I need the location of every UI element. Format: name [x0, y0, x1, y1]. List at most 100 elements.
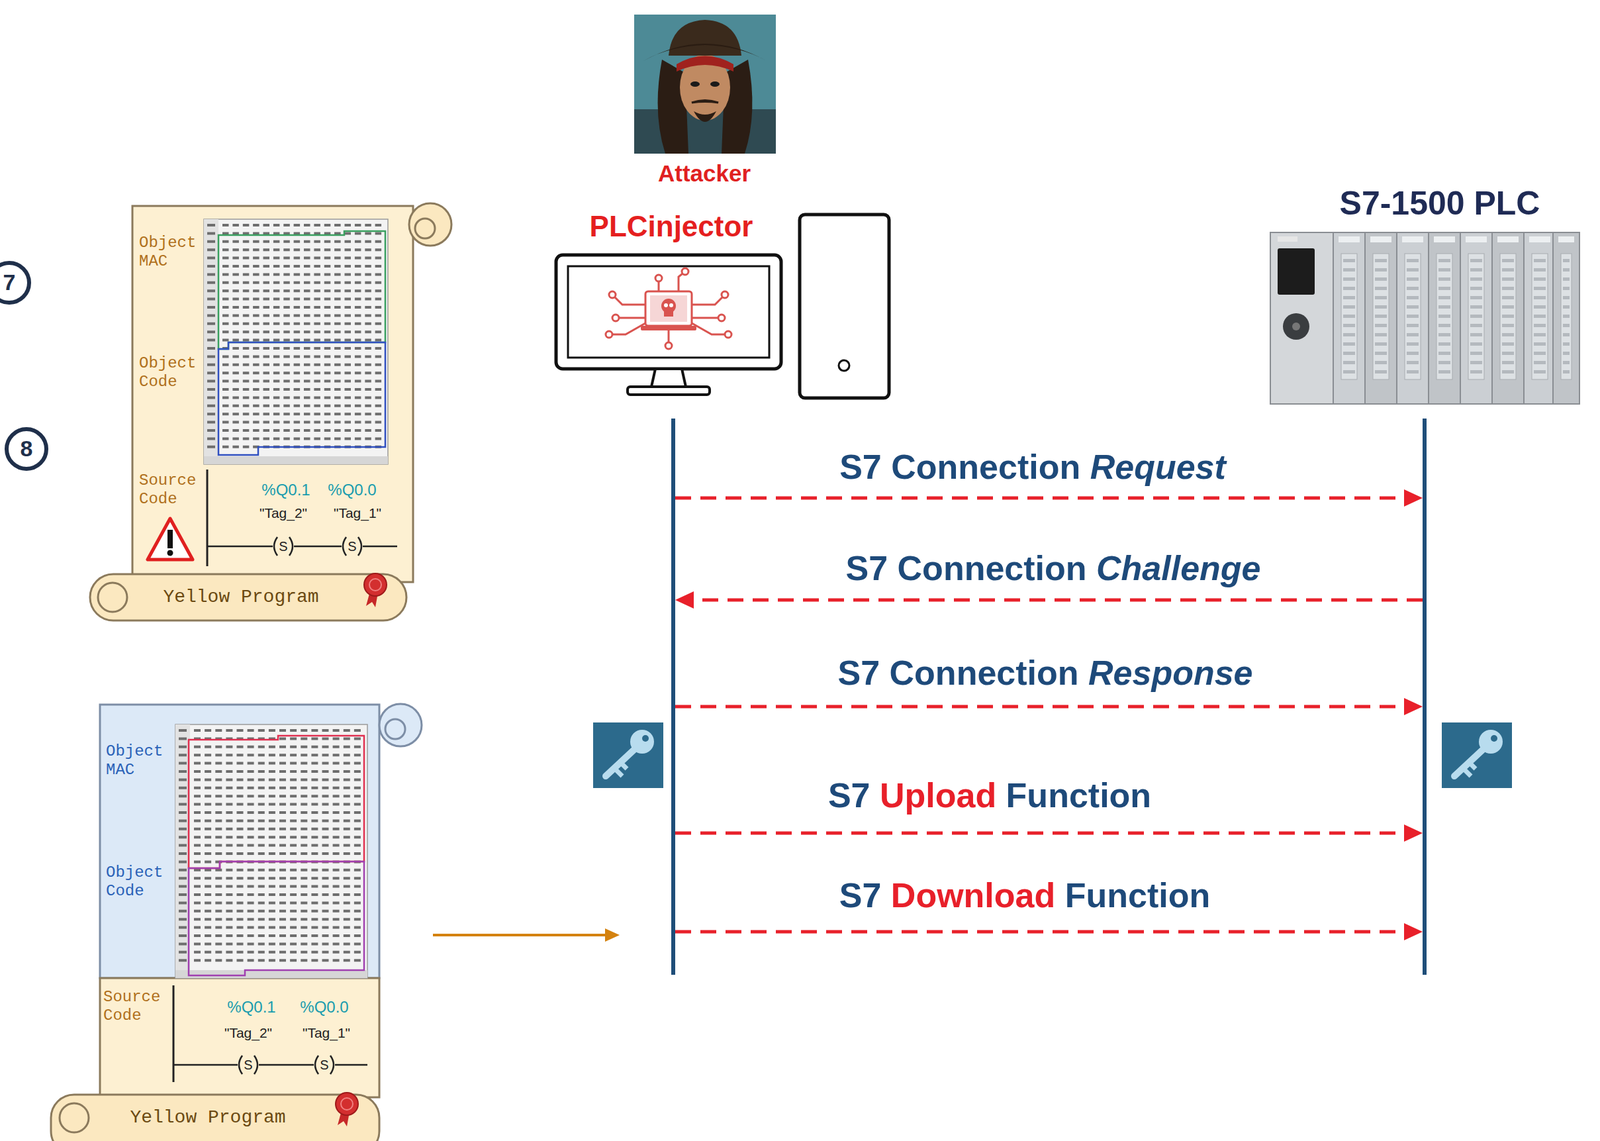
io-module [1523, 232, 1556, 404]
io-led [1438, 258, 1451, 263]
io-led [1562, 323, 1570, 328]
io-led [1502, 286, 1514, 290]
io-led [1562, 258, 1570, 263]
io-led [1406, 351, 1419, 355]
coil-symbol [274, 536, 293, 556]
wax-seal [364, 573, 387, 596]
io-led [1438, 360, 1451, 365]
circuit-node [681, 268, 689, 275]
circuit-node [655, 274, 662, 282]
arrowhead [1404, 922, 1423, 941]
io-led [1406, 323, 1419, 328]
scroll-roll [90, 573, 407, 621]
io-module [1333, 232, 1365, 404]
skull-jaw [663, 309, 674, 317]
io-led [1502, 277, 1514, 281]
io-led [1406, 258, 1419, 263]
io-led [1562, 286, 1570, 290]
laptop [645, 291, 692, 326]
io-led [1374, 314, 1387, 318]
cpu-display [1277, 248, 1315, 295]
arrowhead [1404, 824, 1423, 842]
io-led-strip [1341, 253, 1358, 380]
code-region-outline [218, 342, 386, 455]
io-led [1502, 258, 1514, 263]
io-module [1428, 232, 1461, 404]
portrait-hat-brim [643, 43, 767, 61]
io-led [1374, 305, 1387, 309]
io-led [1343, 342, 1356, 346]
key-teeth [614, 761, 627, 776]
io-led [1406, 295, 1419, 300]
io-module-tab [1497, 236, 1519, 243]
io-led [1438, 332, 1451, 337]
warning-dot [167, 550, 174, 557]
lifeline [671, 418, 676, 975]
portrait-eye [710, 81, 720, 87]
io-led [1562, 342, 1570, 346]
ladder-rung [207, 545, 398, 548]
coil-label: S [347, 538, 357, 555]
io-led [1438, 305, 1451, 309]
io-led [1502, 305, 1514, 309]
io-led [1343, 323, 1356, 328]
io-led [1470, 342, 1483, 346]
io-led [1343, 314, 1356, 318]
code-region-outline [188, 861, 365, 976]
io-led [1438, 286, 1451, 290]
scroll-body [99, 977, 380, 1097]
io-led [1406, 314, 1419, 318]
io-led [1406, 268, 1419, 272]
io-module-tab [1558, 236, 1575, 243]
io-led [1406, 360, 1419, 365]
io-led [1562, 305, 1570, 309]
plc-device: S7-1500 PLC [1257, 175, 1593, 419]
portrait-moustache [691, 100, 719, 104]
circuit-node [609, 291, 616, 298]
arrowhead [675, 591, 694, 609]
io-led [1502, 295, 1514, 300]
io-led [1374, 277, 1387, 281]
io-led-strip [1531, 253, 1548, 380]
io-led-strip [1468, 253, 1485, 380]
hex-dump-bytes [178, 728, 361, 962]
emphasis: Response [1088, 653, 1254, 692]
io-led [1438, 342, 1451, 346]
io-led-strip [1372, 253, 1389, 380]
circuit-node [718, 314, 725, 322]
io-led [1470, 305, 1483, 309]
key-head [1478, 729, 1503, 754]
wax-seal-inner [369, 578, 382, 591]
key-head [630, 729, 655, 754]
io-module [1396, 232, 1429, 404]
monitor-base [627, 386, 710, 395]
address-label: %Q0.0 [299, 997, 349, 1017]
io-led [1438, 295, 1451, 300]
io-led [1533, 277, 1546, 281]
io-led [1562, 295, 1570, 300]
io-module [1552, 232, 1580, 404]
message-arrow [673, 418, 1425, 715]
io-led [1502, 360, 1514, 365]
warning-triangle [147, 518, 193, 560]
io-module-tab [1338, 236, 1360, 243]
hex-dump-bytes [207, 223, 382, 449]
io-led [1502, 370, 1514, 374]
key-ground [1441, 722, 1512, 788]
message-line [675, 496, 1408, 500]
io-led [1343, 351, 1356, 355]
io-led [1470, 360, 1483, 365]
program-scroll: Object MACObject CodeSource Code%Q0.1%Q0… [86, 195, 457, 623]
coil-label: S [278, 538, 288, 555]
coil-symbol [238, 1055, 258, 1074]
power-button [838, 360, 850, 371]
emphasis: Download [891, 875, 1056, 915]
tag-label: "Tag_1" [333, 505, 382, 521]
io-module-tab [1370, 236, 1392, 243]
io-led [1374, 342, 1387, 346]
scroll-title: Yellow Program [162, 586, 319, 608]
io-led [1406, 305, 1419, 309]
portrait-bandana [676, 56, 734, 73]
mac-region-outline [218, 231, 386, 349]
io-led [1406, 286, 1419, 290]
